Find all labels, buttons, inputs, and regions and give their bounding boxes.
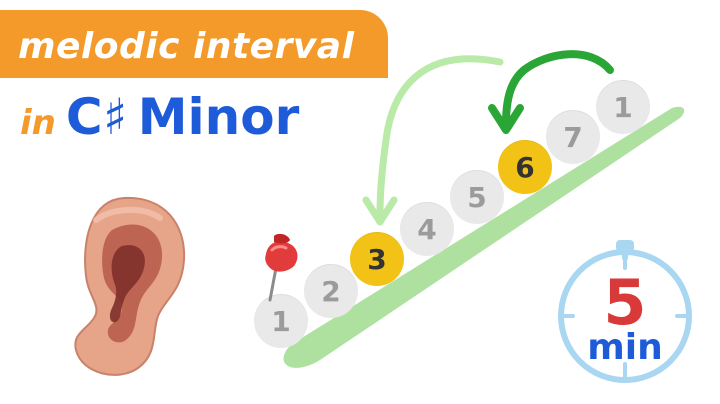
title-key: C♯ xyxy=(65,88,128,146)
title-banner: melodic interval xyxy=(0,10,388,78)
scale-degree-2: 2 xyxy=(304,264,358,318)
title-mode: Minor xyxy=(137,88,300,146)
stopwatch-icon: 5 min xyxy=(550,238,700,388)
scale-degree-1: 1 xyxy=(254,294,308,348)
scale-degree-3: 3 xyxy=(350,232,404,286)
title-line: in C♯ Minor xyxy=(20,88,299,160)
banner-text: melodic interval xyxy=(18,26,355,67)
scale-degree-7: 7 xyxy=(546,110,600,164)
scale-degree-5: 5 xyxy=(450,170,504,224)
ear-icon xyxy=(70,192,190,380)
stopwatch-ring xyxy=(558,240,692,383)
scale-degree-4: 4 xyxy=(400,202,454,256)
scale-degree-6: 6 xyxy=(498,140,552,194)
title-prefix: in xyxy=(20,103,56,143)
scale-degree-8: 1 xyxy=(596,80,650,134)
timer-value: 5 xyxy=(603,266,647,339)
pushpin-icon xyxy=(265,233,298,302)
timer-unit: min xyxy=(587,327,663,368)
